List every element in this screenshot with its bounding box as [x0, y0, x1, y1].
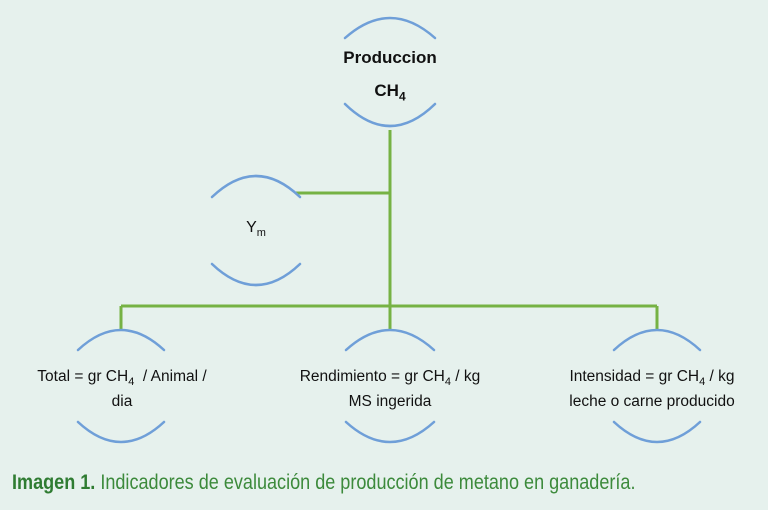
root-node-ch4-base: CH: [374, 81, 399, 100]
figure-caption-text: Indicadores de evaluación de producción …: [95, 471, 636, 494]
leaf-node-intensidad-post: / kg: [705, 368, 735, 385]
leaf-node-rendimiento-line2: MS ingerida: [348, 393, 432, 411]
leaf-node-total-line2: dia: [111, 393, 133, 411]
leaf-node-rendimiento: Rendimiento = gr CH4 / kg MS ingerida: [268, 367, 512, 412]
leaf-node-rendimiento-pre: Rendimiento = gr CH: [299, 368, 445, 385]
diagram-canvas: [76, 16, 702, 444]
root-node-title-text: Produccion: [343, 48, 437, 67]
ym-node-bottom-arc: [210, 262, 302, 287]
leaf-node-rendimiento-subscript: 4: [444, 376, 451, 389]
leaf-center-bottom-arc: [344, 420, 436, 444]
leaf-center-top-arc: [344, 328, 436, 352]
leaf-node-intensidad: Intensidad = gr CH4 / kg leche o carne p…: [540, 367, 764, 412]
leaf-node-rendimiento-line1: Rendimiento = gr CH4 / kg: [268, 367, 512, 392]
root-node-title: Produccion: [320, 48, 460, 68]
root-node-ch4-subscript: 4: [398, 89, 406, 104]
ym-node-top-arc: [210, 174, 302, 199]
root-node-bottom-arc: [343, 102, 437, 128]
leaf-node-intensidad-subscript: 4: [699, 376, 706, 389]
ym-node-base: Y: [246, 219, 257, 236]
leaf-right-bottom-arc: [612, 420, 702, 444]
figure-caption: Imagen 1. Indicadores de evaluación de p…: [12, 471, 636, 495]
leaf-node-rendimiento-post: / kg: [451, 368, 481, 385]
leaf-node-total-post: / Animal /: [134, 368, 207, 385]
figure-caption-label: Imagen 1.: [12, 471, 96, 494]
ym-node-label: Ym: [206, 219, 306, 239]
leaf-node-total-line1: Total = gr CH4 / Animal /: [2, 367, 242, 392]
leaf-node-total-pre: Total = gr CH: [37, 368, 129, 385]
root-node-formula: CH4: [320, 81, 460, 103]
ym-node-subscript: m: [256, 227, 266, 240]
leaf-node-intensidad-pre: Intensidad = gr CH: [569, 368, 700, 385]
leaf-node-intensidad-line1: Intensidad = gr CH4 / kg: [540, 367, 764, 392]
leaf-right-top-arc: [612, 328, 702, 352]
leaf-left-top-arc: [76, 328, 166, 352]
connectors: [119, 130, 659, 330]
leaf-left-bottom-arc: [76, 420, 166, 444]
leaf-node-total-subscript: 4: [128, 376, 135, 389]
leaf-node-intensidad-line2: leche o carne producido: [569, 393, 735, 411]
node-arcs: [76, 16, 702, 444]
leaf-node-total: Total = gr CH4 / Animal / dia: [2, 367, 242, 412]
root-node-top-arc: [343, 16, 437, 40]
